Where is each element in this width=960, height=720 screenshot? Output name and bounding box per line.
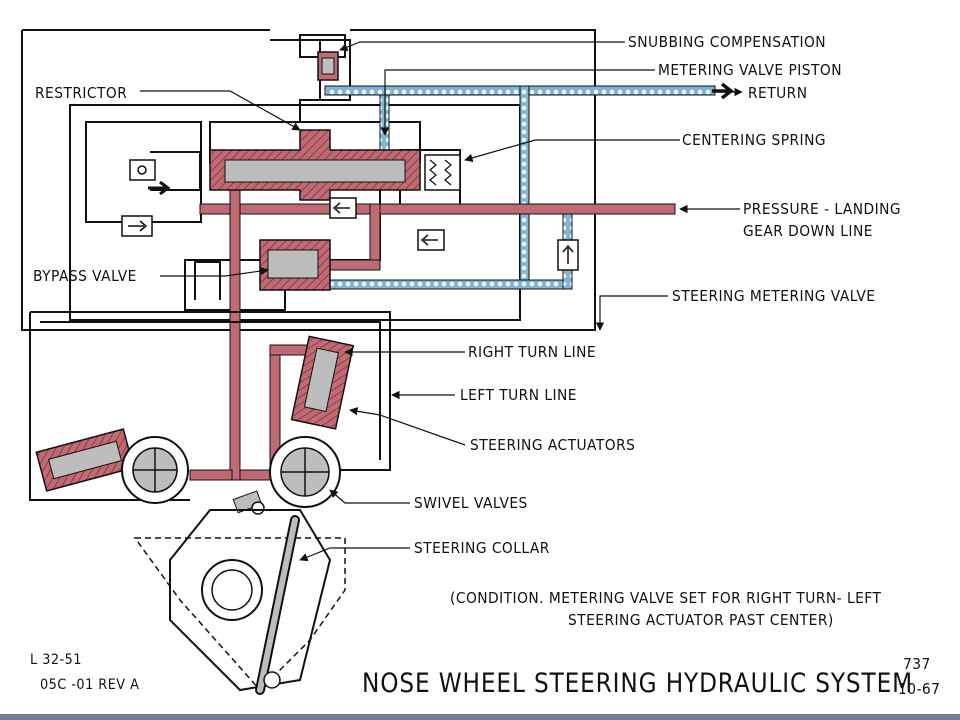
label-bypass-valve: BYPASS VALVE [33,267,137,285]
label-snubbing-compensation: SNUBBING COMPENSATION [628,33,827,51]
label-centering-spring: CENTERING SPRING [682,131,827,149]
label-steering-actuators: STEERING ACTUATORS [470,436,636,454]
aircraft-model: 737 [903,655,931,673]
label-gear-down-line: GEAR DOWN LINE [743,222,873,240]
leader-lines [140,41,743,562]
drawing-ref-1: L 32-51 [30,652,82,668]
label-restrictor: RESTRICTOR [35,84,128,102]
label-return: RETURN [748,84,808,102]
swivel-valve-left [121,436,189,504]
snubbing-compensation-valve [317,51,339,81]
centering-spring [424,154,461,191]
label-pressure-landing: PRESSURE - LANDING [743,200,902,218]
drawing-ref-2: 05C -01 REV A [40,677,140,693]
diagram-date: 10-67 [898,680,941,698]
steering-collar [133,509,346,695]
label-swivel-valves: SWIVEL VALVES [414,494,528,512]
label-steering-collar: STEERING COLLAR [414,539,550,557]
label-condition-line-1: (CONDITION. METERING VALVE SET FOR RIGHT… [450,589,882,607]
label-condition-line-2: STEERING ACTUATOR PAST CENTER) [568,611,834,629]
metering-valve-housing [21,29,596,331]
label-right-turn-line: RIGHT TURN LINE [468,343,597,361]
check-valves [121,159,579,271]
swivel-valve-right [269,436,341,508]
metering-valve-piston [209,129,421,201]
steering-actuator-right [290,335,355,430]
bottom-strip [0,714,960,720]
diagram-title: NOSE WHEEL STEERING HYDRAULIC SYSTEM [362,668,914,699]
actuator-frame [29,261,391,501]
bypass-valve [259,239,331,291]
return-arrow-icon [712,82,734,100]
label-left-turn-line: LEFT TURN LINE [460,386,577,404]
label-steering-metering-valve: STEERING METERING VALVE [672,287,876,305]
steering-actuator-left [35,428,135,492]
label-metering-valve-piston: METERING VALVE PISTON [658,61,842,79]
flow-arrow-icon [148,180,171,196]
